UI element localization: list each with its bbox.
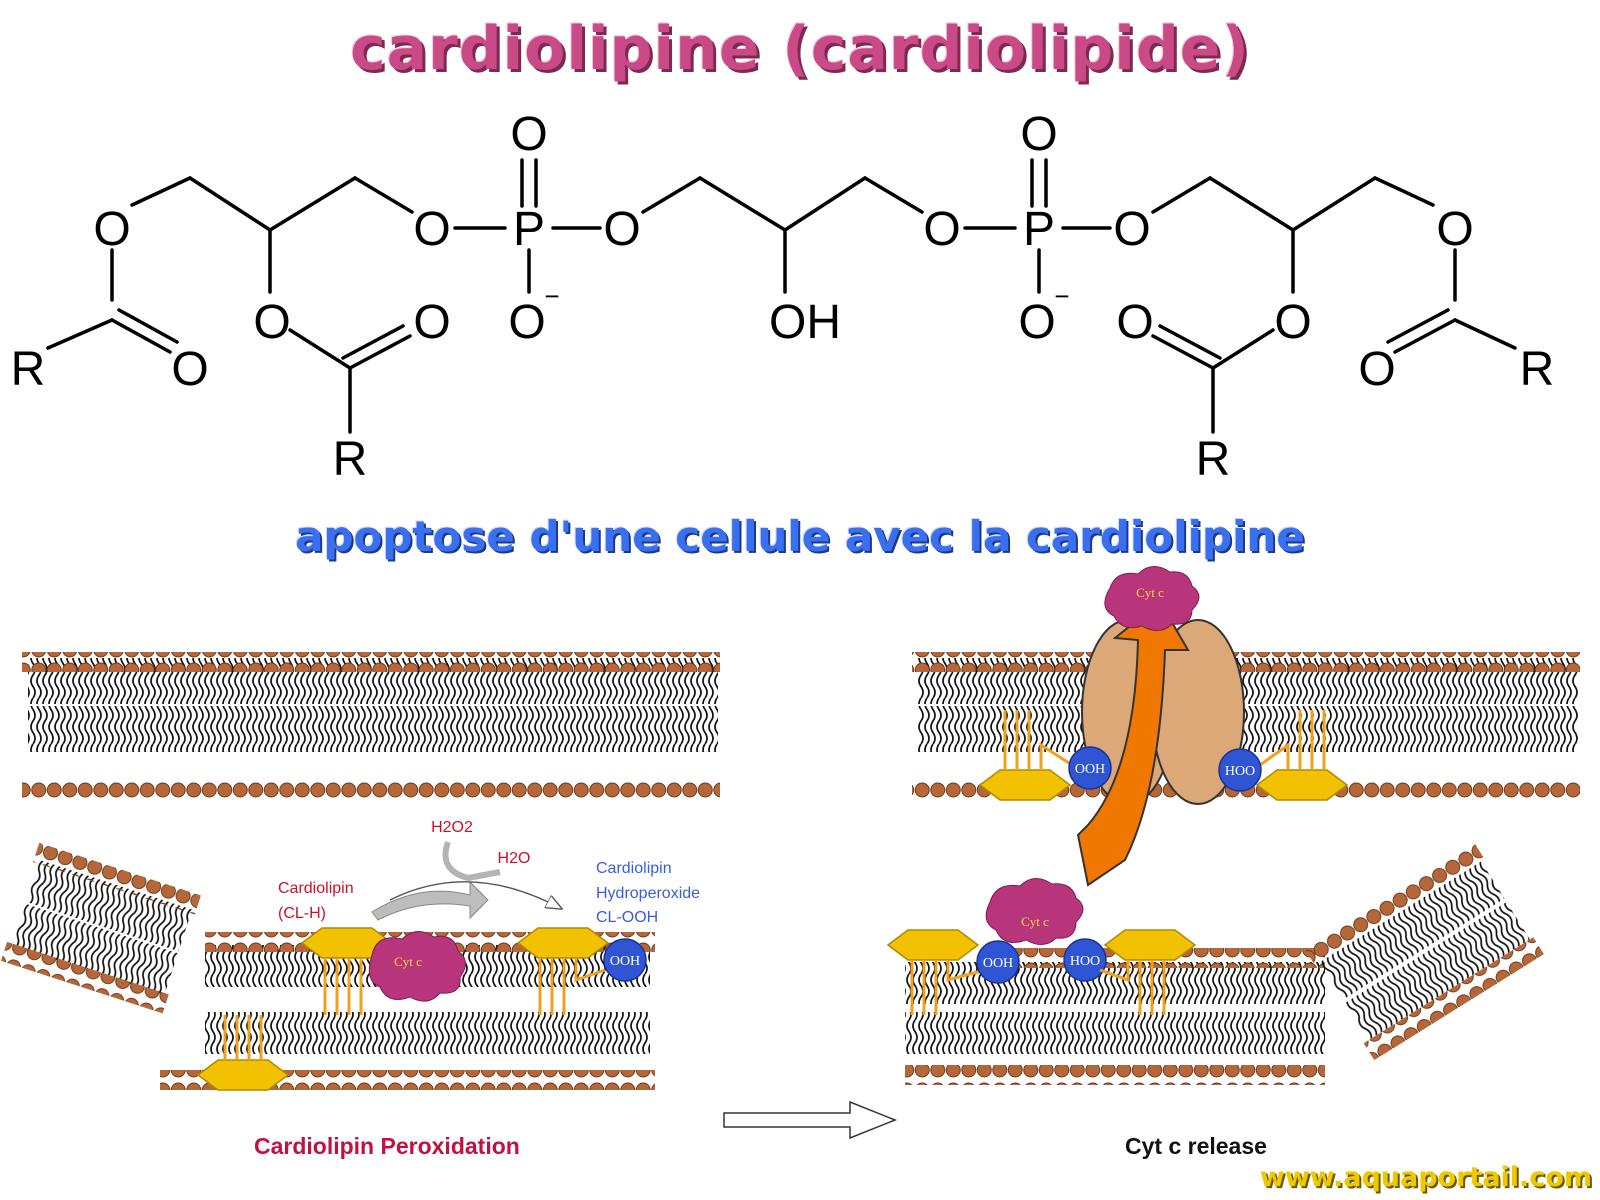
atom-o: O <box>603 203 640 256</box>
cardiolipin-label: Cardiolipin <box>278 880 354 897</box>
hoo-label: HOO <box>1225 764 1255 779</box>
atom-o: O <box>413 203 450 256</box>
left-caption: Cardiolipin Peroxidation <box>254 1133 520 1159</box>
ooh-label: OOH <box>1075 762 1105 777</box>
atom-r: R <box>11 343 46 396</box>
atom-o: O <box>1116 296 1153 349</box>
atom-o: O <box>253 296 290 349</box>
cyt-c-label: Cyt c <box>1136 585 1164 600</box>
cardiolipin-molecule <box>1099 929 1197 1015</box>
atom-o: O <box>1358 343 1395 396</box>
atom-o: O <box>923 203 960 256</box>
hydroperoxide-label: Hydroperoxide <box>596 885 700 902</box>
hydroxyl-group: OH <box>769 296 841 349</box>
cardiolipin-hydroperoxide <box>516 927 610 1015</box>
negative-charge: − <box>1054 281 1069 311</box>
h2o2-arrow <box>442 840 501 882</box>
cl-h-label: (CL-H) <box>278 905 326 922</box>
subtitle: apoptose d'une cellule avec la cardiolip… <box>295 512 1305 561</box>
oxidation-arrow <box>389 881 560 908</box>
atom-o: O <box>1018 296 1055 349</box>
atom-o: O <box>510 108 547 161</box>
h2o2-label: H2O2 <box>431 819 473 836</box>
cardiolipin-hydroperoxide <box>978 710 1073 801</box>
cl-ooh-label: CL-OOH <box>596 909 658 926</box>
apoptosis-illustration: Cyt c OOH H2O2 H2O Cardiolipin (CL-H) Ca… <box>0 566 1580 1140</box>
atom-o: O <box>93 203 130 256</box>
cardiolipin-molecule <box>300 927 394 1015</box>
atom-o: O <box>508 296 545 349</box>
website-watermark[interactable]: www.aquaportail.com <box>1259 1162 1592 1193</box>
main-title: cardiolipine (cardiolipide) <box>350 14 1250 84</box>
hydroperoxide-label: Cardiolipin <box>596 860 672 877</box>
atom-p: P <box>513 203 545 256</box>
cyt-c-released: Cyt c <box>1104 566 1200 631</box>
cyt-c-label: Cyt c <box>1021 914 1049 929</box>
cardiolipin-molecule <box>196 1015 290 1091</box>
atom-r: R <box>333 433 368 486</box>
cardiolipin-molecule <box>886 929 986 1015</box>
atom-o: O <box>1113 203 1150 256</box>
ooh-group: OOH <box>1068 746 1112 790</box>
ooh-group: OOH <box>603 938 647 982</box>
hoo-label: HOO <box>1070 954 1100 969</box>
h2o-label: H2O <box>498 850 531 867</box>
ooh-label: OOH <box>983 956 1013 971</box>
ooh-group: OOH <box>976 940 1020 984</box>
atom-o: O <box>1274 296 1311 349</box>
atom-p: P <box>1023 203 1055 256</box>
transition-arrow <box>723 1100 898 1140</box>
cyt-c-protein: Cyt c <box>985 878 1084 945</box>
cardiolipin-structure: O R O O O R O O P O O − OH O O P O O − O… <box>11 108 1555 486</box>
ooh-label: OOH <box>610 954 640 969</box>
negative-charge: − <box>544 281 559 311</box>
hoo-group: HOO <box>1063 938 1107 982</box>
atom-r: R <box>1196 433 1231 486</box>
cyt-c-protein: Cyt c <box>368 931 466 1002</box>
cardiolipin-hydroperoxide <box>1255 710 1349 801</box>
atom-r: R <box>1520 343 1555 396</box>
cyt-c-label: Cyt c <box>394 954 422 969</box>
left-upper-membrane <box>22 652 720 802</box>
reaction-arrow <box>371 880 489 921</box>
atom-o: O <box>1020 108 1057 161</box>
hoo-group: HOO <box>1218 748 1262 792</box>
right-caption: Cyt c release <box>1125 1133 1267 1159</box>
atom-o: O <box>413 296 450 349</box>
atom-o: O <box>1436 203 1473 256</box>
atom-o: O <box>171 343 208 396</box>
